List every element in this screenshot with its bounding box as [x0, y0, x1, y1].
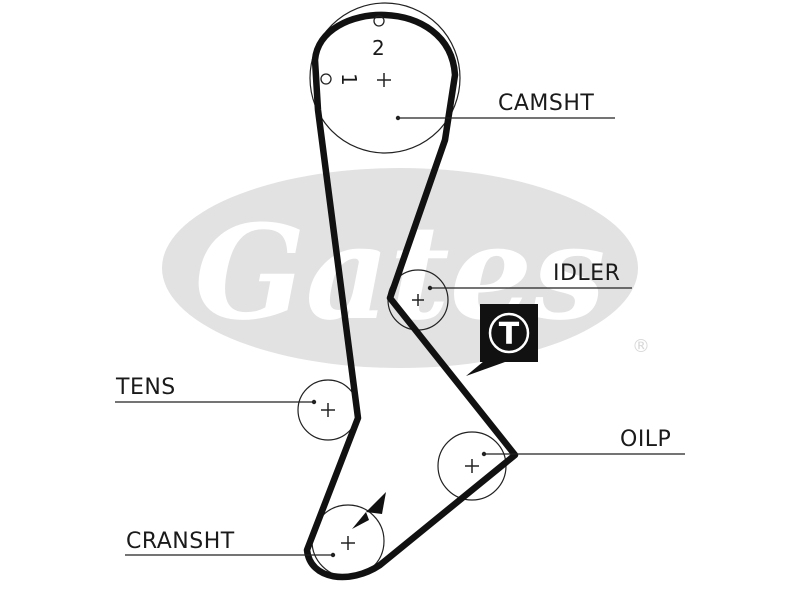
oil-pump-crosshair-icon [465, 459, 479, 473]
label-idler: IDLER [553, 261, 620, 286]
tensioner-crosshair-icon [321, 403, 335, 417]
timing-mark-1: 1 [337, 73, 361, 86]
crankshaft-crosshair-icon [341, 536, 355, 550]
tension-badge-icon: T [466, 304, 538, 376]
timing-belt [303, 11, 519, 581]
label-tensioner: TENS [115, 375, 176, 400]
tension-badge-letter: T [499, 317, 520, 352]
label-camshaft: CAMSHT [498, 91, 594, 116]
crank-arrow-icon [352, 492, 386, 529]
camshaft-crosshair-icon [377, 73, 391, 87]
timing-mark-2: 2 [372, 36, 385, 60]
watermark-registered-mark: ® [632, 336, 650, 357]
label-crankshaft: CRANSHT [126, 529, 235, 554]
camshaft-pulley [309, 2, 461, 154]
label-oil-pump: OILP [620, 427, 671, 452]
timing-mark-side-circle-icon [320, 73, 332, 85]
idler-crosshair-icon [412, 294, 424, 306]
timing-mark-circle-icon [373, 15, 385, 27]
